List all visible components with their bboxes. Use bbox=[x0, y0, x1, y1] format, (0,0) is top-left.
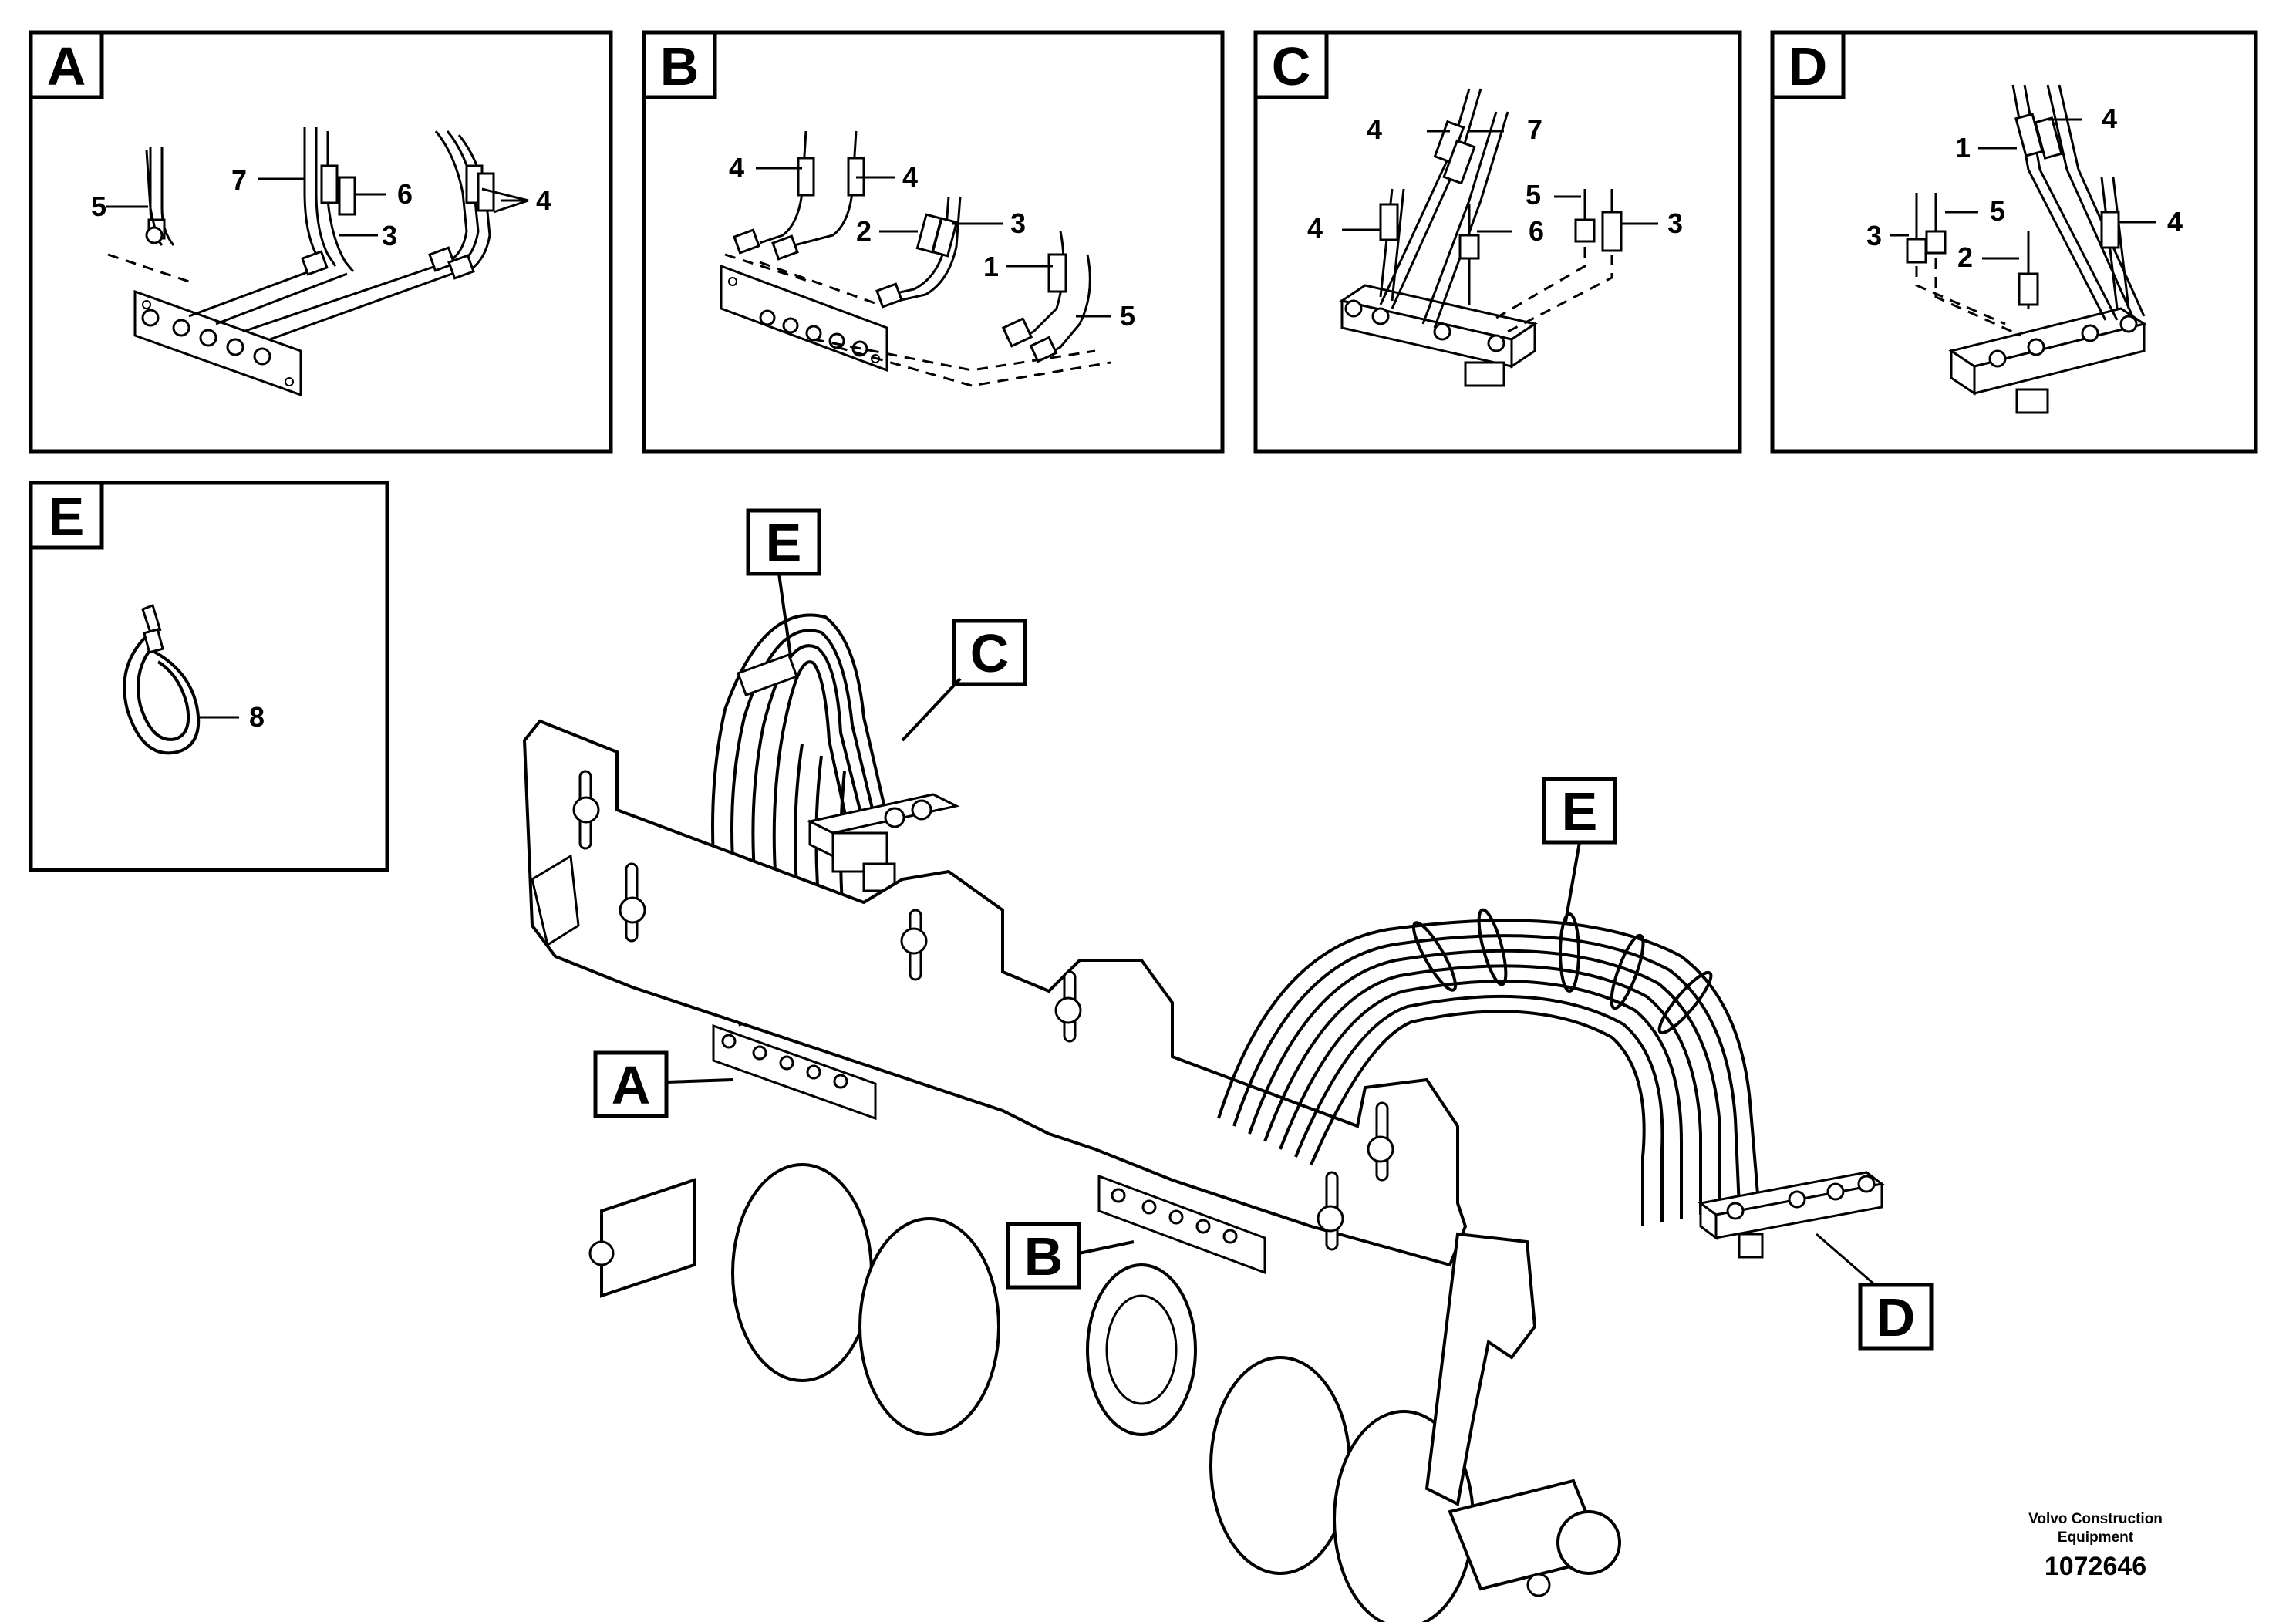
panel-b-drawing bbox=[720, 130, 1111, 387]
panel-b-tag: B bbox=[660, 36, 700, 96]
view-tag-a-label: A bbox=[612, 1055, 651, 1115]
panel-b-callout-1: 1 bbox=[983, 251, 999, 282]
view-tag-e-top-label: E bbox=[766, 513, 802, 573]
panel-c-callout-3: 3 bbox=[1667, 207, 1683, 239]
panel-b-callout-3: 3 bbox=[1010, 207, 1026, 239]
view-tag-d: D bbox=[1858, 1283, 1934, 1351]
panel-d-callout-1: 1 bbox=[1955, 132, 1971, 164]
panel-d-callout-4b: 4 bbox=[2167, 206, 2183, 238]
cable-tie-drawing bbox=[123, 604, 239, 755]
main-assembly-drawing bbox=[522, 613, 1885, 1622]
manufacturer-line-2: Equipment bbox=[2057, 1529, 2134, 1546]
view-tag-c: C bbox=[901, 619, 1027, 742]
panel-a-callout-3: 3 bbox=[382, 220, 397, 251]
panel-a-callout-5: 5 bbox=[91, 191, 106, 222]
panel-d-callout-3: 3 bbox=[1866, 220, 1882, 251]
panel-c-callout-4a: 4 bbox=[1367, 113, 1382, 145]
detail-panel-c: C bbox=[1253, 30, 1742, 454]
view-tag-d-label: D bbox=[1876, 1287, 1916, 1347]
view-tag-b: B bbox=[1006, 1222, 1135, 1290]
panel-c-drawing bbox=[1339, 88, 1658, 387]
view-tag-e-top: E bbox=[746, 508, 821, 656]
panel-c-callout-4b: 4 bbox=[1307, 212, 1323, 244]
detail-panel-b: B bbox=[642, 30, 1225, 454]
panel-a-tag: A bbox=[47, 36, 86, 96]
panel-d-callout-5: 5 bbox=[1990, 195, 2005, 227]
view-tag-b-label: B bbox=[1024, 1226, 1064, 1286]
view-tag-a: A bbox=[593, 1050, 733, 1118]
panel-b-callout-4b: 4 bbox=[902, 161, 918, 193]
panel-e-tag: E bbox=[49, 487, 85, 547]
manufacturer-line-1: Volvo Construction bbox=[2028, 1511, 2163, 1527]
panel-c-callout-7: 7 bbox=[1527, 113, 1542, 145]
panel-a-callout-7: 7 bbox=[231, 164, 247, 196]
view-tag-e-right: E bbox=[1542, 777, 1617, 922]
panel-e-callout-8: 8 bbox=[249, 701, 265, 733]
panel-a-callout-4: 4 bbox=[536, 184, 551, 216]
detail-panel-d: D bbox=[1770, 30, 2258, 454]
view-tag-e-right-label: E bbox=[1562, 781, 1598, 841]
panel-d-tag: D bbox=[1789, 36, 1828, 96]
panel-d-callout-4a: 4 bbox=[2102, 103, 2117, 134]
detail-panel-e: E 8 bbox=[29, 481, 389, 872]
panel-d-drawing bbox=[1890, 84, 2156, 414]
panel-b-callout-5: 5 bbox=[1120, 300, 1135, 332]
panel-a-callout-6: 6 bbox=[397, 178, 413, 210]
panel-b-callout-4a: 4 bbox=[729, 152, 744, 184]
part-number: 1072646 bbox=[2044, 1552, 2147, 1581]
panel-a-drawing bbox=[106, 127, 529, 397]
panel-c-tag: C bbox=[1272, 36, 1311, 96]
panel-c-callout-6: 6 bbox=[1529, 215, 1544, 247]
footer-credit: Volvo Construction Equipment 1072646 bbox=[1968, 1510, 2223, 1582]
panel-d-callout-2: 2 bbox=[1957, 241, 1973, 273]
view-tag-c-label: C bbox=[970, 623, 1010, 683]
detail-panel-a: A bbox=[29, 30, 613, 454]
panel-b-callout-2: 2 bbox=[856, 215, 872, 247]
panel-c-callout-5: 5 bbox=[1526, 179, 1541, 211]
